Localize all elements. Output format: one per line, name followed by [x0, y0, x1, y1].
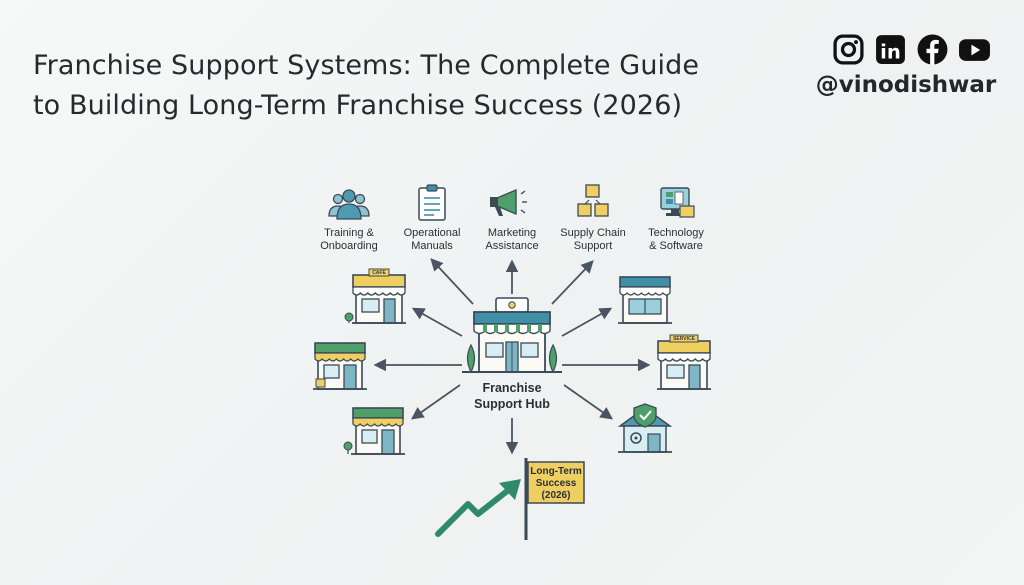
- secure-building: [617, 403, 673, 453]
- support-label-manuals-1: Operational: [404, 227, 461, 239]
- shield-icon: [633, 403, 657, 428]
- support-item-marketing: Marketing Assistance: [485, 188, 539, 252]
- support-item-technology: Technology & Software: [648, 187, 704, 252]
- growth-arrowhead: [499, 479, 521, 500]
- success-label-2: Success: [536, 478, 577, 489]
- megaphone-icon: [490, 188, 527, 216]
- support-item-training: Training & Onboarding: [320, 189, 378, 252]
- arrow-to-supply-chain: [551, 260, 594, 305]
- support-label-tech-1: Technology: [648, 227, 704, 239]
- support-label-marketing-1: Marketing: [488, 227, 536, 239]
- computer-icon: [660, 187, 695, 218]
- cafe-store: CAFE: [344, 268, 407, 324]
- social-handle: @vinodishwar: [815, 72, 997, 98]
- clipboard-icon: [418, 184, 446, 221]
- bottom-left-store: [343, 407, 406, 455]
- tree-icon: [466, 343, 476, 374]
- hub-label-1: Franchise: [482, 381, 541, 395]
- right-store: [617, 276, 673, 324]
- tree-icon: [548, 343, 558, 374]
- support-item-manuals: Operational Manuals: [404, 184, 461, 252]
- success-flag: Long-Term Success (2026): [524, 458, 585, 540]
- service-sign: SERVICE: [673, 336, 696, 342]
- franchise-support-hub: Franchise Support Hub: [462, 297, 562, 411]
- cafe-sign: CAFE: [372, 270, 386, 276]
- success-label-1: Long-Term: [530, 466, 582, 477]
- success-label-3: (2026): [542, 490, 571, 501]
- arrow-to-manuals: [430, 258, 474, 305]
- people-icon: [328, 189, 370, 220]
- left-store: [312, 342, 368, 390]
- page-title: Franchise Support Systems: The Complete …: [33, 46, 793, 126]
- social-icons: in: [832, 33, 991, 66]
- arrow-to-bottom-left-store: [410, 384, 461, 420]
- support-label-training-2: Onboarding: [320, 240, 378, 252]
- gear-icon: [630, 432, 642, 444]
- title-line-2: to Building Long-Term Franchise Success …: [33, 90, 683, 121]
- arrow-to-right-store: [561, 307, 613, 337]
- svg-text:in: in: [880, 40, 901, 63]
- support-item-supply-chain: Supply Chain Support: [560, 184, 626, 252]
- boxes-icon: [577, 184, 609, 217]
- youtube-icon[interactable]: [958, 33, 991, 66]
- title-line-1: Franchise Support Systems: The Complete …: [33, 50, 700, 81]
- facebook-icon[interactable]: [916, 33, 949, 66]
- arrow-to-cafe-store: [411, 307, 463, 337]
- support-label-tech-2: & Software: [649, 240, 703, 252]
- linkedin-icon[interactable]: in: [874, 33, 907, 66]
- hub-label-2: Support Hub: [474, 397, 550, 411]
- growth-arrow-icon: [435, 485, 514, 537]
- arrow-to-secure-building: [563, 384, 614, 420]
- instagram-icon[interactable]: [832, 33, 865, 66]
- support-label-marketing-2: Assistance: [485, 240, 538, 252]
- support-label-training-1: Training &: [324, 227, 374, 239]
- support-label-supply-2: Support: [574, 240, 613, 252]
- support-label-manuals-2: Manuals: [411, 240, 453, 252]
- support-label-supply-1: Supply Chain: [560, 227, 625, 239]
- service-store: SERVICE: [656, 334, 712, 390]
- hub-arrows: [373, 258, 651, 455]
